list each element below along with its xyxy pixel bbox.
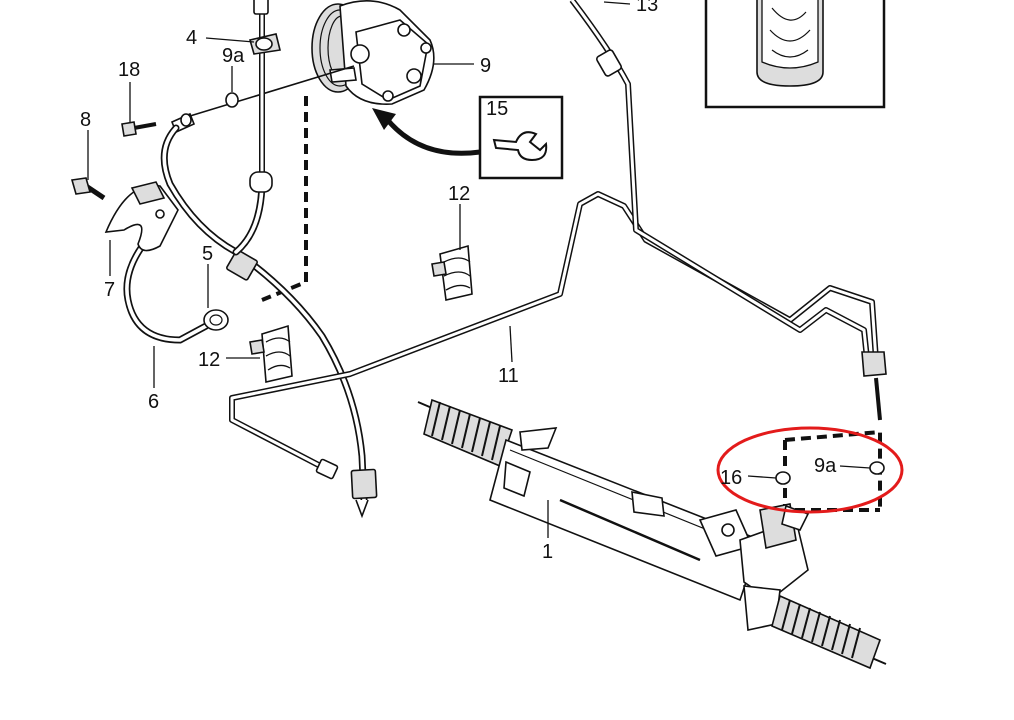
callout-7: 7 (104, 279, 115, 301)
highlight-ellipse (716, 426, 904, 514)
steering-rack (417, 398, 887, 670)
o-ring-9a-lower (869, 461, 885, 475)
hose-clip-4 (248, 33, 281, 55)
callout-labels: 4 9a 18 8 9 13 15 12 5 7 12 11 6 16 9a 1 (80, 0, 837, 563)
pressure-line-upper (170, 65, 355, 134)
pipe-clip-12-lower (249, 324, 293, 383)
bracket-7 (104, 181, 179, 252)
power-steering-pump (311, 0, 435, 105)
reservoir-inset (704, 0, 886, 109)
callout-13: 13 (636, 0, 658, 16)
wrench-icon (492, 131, 548, 162)
return-pipe-11 (229, 191, 879, 480)
o-ring-16 (775, 471, 791, 485)
right-boot (771, 594, 882, 670)
bolt-8 (70, 177, 106, 201)
bolt-18 (121, 121, 157, 137)
left-boot (423, 398, 514, 468)
pressure-pipe-13 (569, 0, 887, 421)
callout-9a-bottom: 9a (814, 455, 837, 477)
tool-inset-15 (372, 95, 564, 180)
callout-12-left: 12 (198, 349, 220, 371)
callout-12-top: 12 (448, 183, 470, 205)
callout-5: 5 (202, 243, 213, 265)
return-hose (123, 0, 273, 344)
callout-9: 9 (480, 55, 491, 77)
callout-18: 18 (118, 59, 140, 81)
callout-15: 15 (486, 98, 508, 120)
callout-11: 11 (498, 365, 519, 387)
hidden-line-pump (261, 96, 308, 302)
leader-lines (87, 1, 871, 538)
hose-clamp-5 (203, 309, 229, 331)
pressure-hose (160, 124, 378, 519)
callout-9a-top: 9a (222, 45, 245, 67)
callout-4: 4 (186, 27, 197, 49)
callout-1: 1 (542, 541, 553, 563)
callout-16: 16 (720, 467, 742, 489)
pipe-clip-12-upper (431, 244, 473, 301)
callout-8: 8 (80, 109, 91, 131)
callout-6: 6 (148, 391, 159, 413)
